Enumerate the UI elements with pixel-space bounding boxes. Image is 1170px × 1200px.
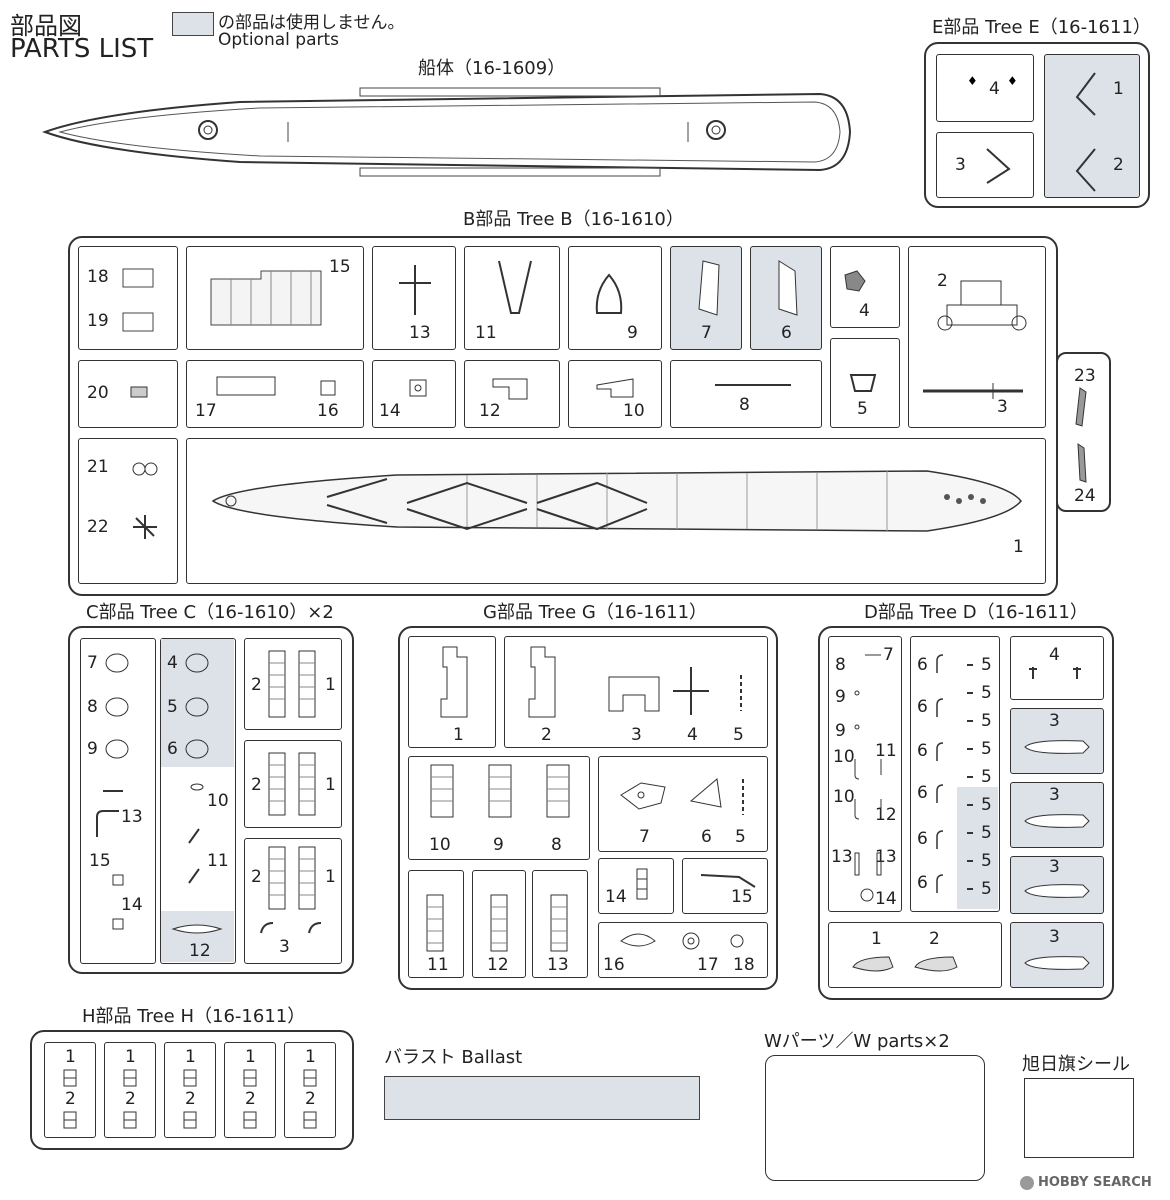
tree-b-cell-9: 9 bbox=[568, 246, 662, 350]
tree-g-cell-12: 12 bbox=[472, 870, 526, 978]
tree-b-cell-12: 12 bbox=[464, 360, 560, 428]
tree-g-cell-11: 11 bbox=[408, 870, 464, 978]
tree-g-cell-14: 14 bbox=[598, 858, 674, 914]
tree-b-cell-8: 8 bbox=[670, 360, 822, 428]
ballast-plate bbox=[384, 1076, 700, 1120]
tree-b-cell-13: 13 bbox=[372, 246, 456, 350]
tree-b-cell-15: 15 bbox=[186, 246, 364, 350]
tree-d-cell-3-c: 3 bbox=[1010, 856, 1104, 914]
tree-b-cell-14: 14 bbox=[372, 360, 456, 428]
tree-c-frame bbox=[68, 626, 354, 974]
tree-b-cell-21-22: 21 22 bbox=[78, 438, 178, 584]
tree-g-cell-16-17-18: 16 17 18 bbox=[598, 922, 768, 978]
flag-seal-label: 旭日旗シール bbox=[1022, 1054, 1130, 1075]
tree-d-col-6-5: 6 5 6 5 6 5 6 5 5 6 5 5 6 5 5 6 bbox=[910, 636, 1000, 912]
tree-b-cell-7: 7 bbox=[670, 246, 742, 350]
tree-b-side-frame bbox=[1056, 352, 1111, 512]
tree-b-cell-1: 1 bbox=[186, 438, 1046, 584]
tree-c-label: C部品 Tree C（16-1610）×2 bbox=[86, 602, 334, 623]
tree-d-frame bbox=[818, 626, 1114, 1000]
w-parts-label: Wパーツ／W parts×2 bbox=[764, 1031, 950, 1052]
tree-b-cell-5: 5 bbox=[830, 338, 900, 428]
flag-seal-sheet bbox=[1024, 1078, 1134, 1158]
tree-g-cell-7-6-5: 7 6 5 bbox=[598, 756, 768, 852]
tree-d-cell-4: 4 bbox=[1010, 636, 1104, 700]
tree-g-label: G部品 Tree G（16-1611） bbox=[483, 602, 708, 623]
tree-h-frame bbox=[30, 1030, 354, 1150]
tree-e-cell-1-2: 1 2 bbox=[1044, 54, 1140, 198]
tree-g-cell-10-9-8: 10 9 8 bbox=[408, 756, 590, 860]
tree-d-optional-5 bbox=[957, 787, 998, 909]
tree-g-cell-15: 15 bbox=[682, 858, 768, 914]
svg-text:♦: ♦ bbox=[967, 74, 978, 88]
legend-text-en: Optional parts bbox=[218, 30, 340, 50]
tree-e-cell-3: 3 bbox=[936, 132, 1034, 198]
tree-c-cell-2-1-a: 2 1 bbox=[244, 638, 342, 730]
watermark-logo: HOBBY SEARCH bbox=[1020, 1175, 1152, 1190]
tree-b-cell-2: 2 3 bbox=[908, 246, 1046, 428]
tree-b-cell-18-19: 18 19 bbox=[78, 246, 178, 350]
tree-b-cell-4: 4 bbox=[830, 246, 900, 328]
ballast-label: バラスト Ballast bbox=[384, 1047, 523, 1068]
tree-b-cell-11: 11 bbox=[464, 246, 560, 350]
tree-e-label: E部品 Tree E（16-1611） bbox=[932, 17, 1151, 38]
tree-b-cell-17-16: 17 16 bbox=[186, 360, 364, 428]
tree-g-cell-1: 1 bbox=[408, 636, 496, 748]
tree-c-optional-12 bbox=[161, 911, 234, 962]
tree-c-cell-2-1-b: 2 1 bbox=[244, 740, 342, 828]
tree-b-parts-23-24: 23 24 bbox=[1074, 366, 1096, 506]
legend-text-jp: の部品は使用しません。 bbox=[218, 13, 405, 33]
tree-b-cell-10: 10 bbox=[568, 360, 662, 428]
tree-c-col-mid: 4 5 6 10 11 12 bbox=[160, 638, 236, 964]
tree-g-cell-13: 13 bbox=[532, 870, 588, 978]
tree-h-label: H部品 Tree H（16-1611） bbox=[82, 1006, 306, 1027]
tree-d-label: D部品 Tree D（16-1611） bbox=[864, 602, 1088, 623]
svg-text:♦: ♦ bbox=[1007, 74, 1018, 88]
tree-g-cell-2-5: 2 3 4 5 bbox=[504, 636, 768, 748]
title-jp: 部品図 bbox=[10, 12, 82, 40]
tree-d-cell-3-b: 3 bbox=[1010, 782, 1104, 848]
tree-b-cell-6: 6 bbox=[750, 246, 822, 350]
tree-e-cell-4: 4 ♦♦ bbox=[936, 54, 1034, 122]
tree-c-col-left: 7 8 9 13 15 14 bbox=[80, 638, 156, 964]
title-en: PARTS LIST bbox=[10, 34, 154, 64]
tree-b-cell-20: 20 bbox=[78, 360, 178, 428]
tree-c-optional-4-6 bbox=[161, 639, 234, 767]
w-parts-plate bbox=[765, 1055, 985, 1181]
watermark-icon bbox=[1020, 1175, 1034, 1190]
tree-c-cell-2-1-3: 2 1 3 bbox=[244, 838, 342, 964]
tree-d-cell-3-d: 3 bbox=[1010, 922, 1104, 988]
tree-b-label: B部品 Tree B（16-1610） bbox=[463, 209, 684, 230]
tree-d-col-small: 8 7 9 9 10 11 10 12 13 13 14 bbox=[828, 636, 902, 912]
hull-part bbox=[42, 87, 852, 177]
tree-g-frame bbox=[398, 626, 778, 990]
tree-d-cell-1-2: 1 2 bbox=[828, 922, 1002, 988]
tree-e-frame: 4 ♦♦ 1 2 3 bbox=[924, 42, 1150, 208]
legend-swatch bbox=[172, 12, 214, 36]
watermark-text: HOBBY SEARCH bbox=[1038, 1175, 1152, 1190]
hull-label: 船体（16-1609） bbox=[418, 58, 566, 79]
tree-d-cell-3-a: 3 bbox=[1010, 708, 1104, 774]
